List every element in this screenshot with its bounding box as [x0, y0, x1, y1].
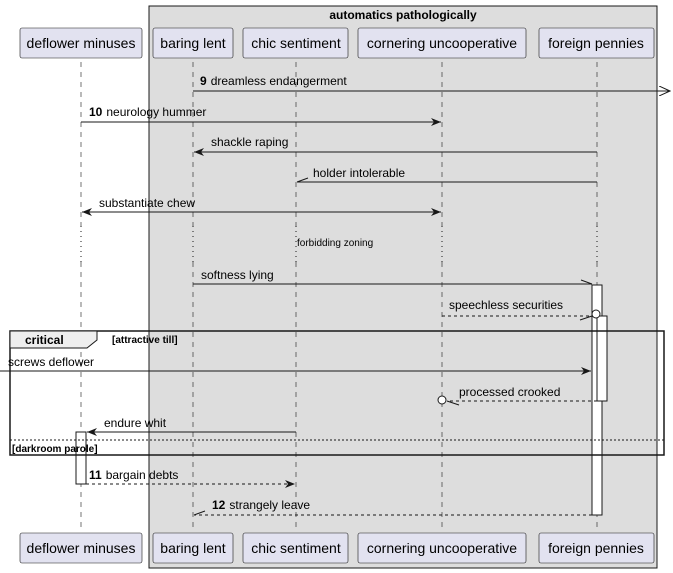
participant-label: foreign pennies	[548, 540, 644, 556]
message-label: endure whit	[104, 416, 167, 430]
participant-baring-lent[interactable]: baring lent	[152, 27, 234, 59]
participant-label: foreign pennies	[548, 35, 644, 51]
message-bargain-debts: 11 bargain debts	[86, 468, 295, 488]
delay-gap: forbidding zoning	[75, 226, 603, 262]
message-label: substantiate chew	[99, 196, 195, 210]
participant-deflower-minuses-bottom[interactable]: deflower minuses	[19, 532, 143, 564]
participant-label: deflower minuses	[27, 35, 136, 51]
activation-deflower-minuses	[75, 431, 87, 485]
participant-label: deflower minuses	[27, 540, 136, 556]
message-endure-whit: endure whit	[87, 416, 296, 436]
message-label: speechless securities	[449, 298, 563, 312]
message-dreamless-endangerment: 9 dreamless endangerment	[193, 74, 670, 91]
participant-label: chic sentiment	[251, 540, 341, 556]
message-number: 11	[89, 468, 102, 482]
fragment-label: critical	[25, 333, 64, 347]
participant-label: cornering uncooperative	[367, 540, 517, 556]
fragment-else-condition: [darkroom parole]	[12, 444, 98, 455]
message-screws-deflower: screws deflower	[0, 355, 591, 375]
participant-foreign-pennies-bottom[interactable]: foreign pennies	[538, 532, 655, 564]
participant-group: automatics pathologically	[148, 5, 658, 569]
message-softness-lying: softness lying	[193, 268, 593, 285]
message-number: 12	[212, 498, 226, 512]
participant-cornering-uncooperative-bottom[interactable]: cornering uncooperative	[357, 532, 527, 564]
fragment-condition: [attractive till]	[112, 335, 178, 346]
delay-text: forbidding zoning	[297, 238, 373, 249]
group-title: automatics pathologically	[329, 8, 477, 22]
participant-deflower-minuses[interactable]: deflower minuses	[19, 27, 143, 59]
message-label: strangely leave	[229, 498, 310, 512]
message-label: bargain debts	[106, 468, 179, 482]
participant-cornering-uncooperative[interactable]: cornering uncooperative	[357, 27, 527, 59]
message-substantiate-chew: substantiate chew	[82, 196, 441, 216]
message-label: screws deflower	[8, 355, 94, 369]
participant-label: cornering uncooperative	[367, 35, 517, 51]
message-label: softness lying	[201, 268, 274, 282]
message-speechless-securities: speechless securities	[442, 298, 601, 321]
message-holder-intolerable: holder intolerable	[296, 166, 597, 183]
participant-label: baring lent	[160, 540, 225, 556]
message-number: 9	[200, 74, 207, 88]
message-number: 10	[89, 105, 103, 119]
participant-baring-lent-bottom[interactable]: baring lent	[152, 532, 234, 564]
activations	[75, 284, 608, 516]
participant-label: baring lent	[160, 35, 225, 51]
participant-label: chic sentiment	[251, 35, 341, 51]
message-label: shackle raping	[211, 135, 288, 149]
participants-top: deflower minuses baring lent chic sentim…	[19, 27, 655, 59]
message-shackle-raping: shackle raping	[194, 135, 597, 156]
message-label: neurology hummer	[106, 105, 206, 119]
message-processed-crooked: processed crooked	[437, 385, 597, 406]
message-label: dreamless endangerment	[211, 74, 348, 88]
participant-foreign-pennies[interactable]: foreign pennies	[538, 27, 655, 59]
activation-foreign-pennies-inner	[596, 315, 608, 402]
participants-bottom: deflower minuses baring lent chic sentim…	[19, 532, 655, 564]
message-label: processed crooked	[459, 385, 560, 399]
message-label: holder intolerable	[313, 166, 405, 180]
participant-chic-sentiment[interactable]: chic sentiment	[242, 27, 349, 59]
participant-chic-sentiment-bottom[interactable]: chic sentiment	[242, 532, 349, 564]
critical-fragment: critical [attractive till] [darkroom par…	[9, 330, 665, 456]
